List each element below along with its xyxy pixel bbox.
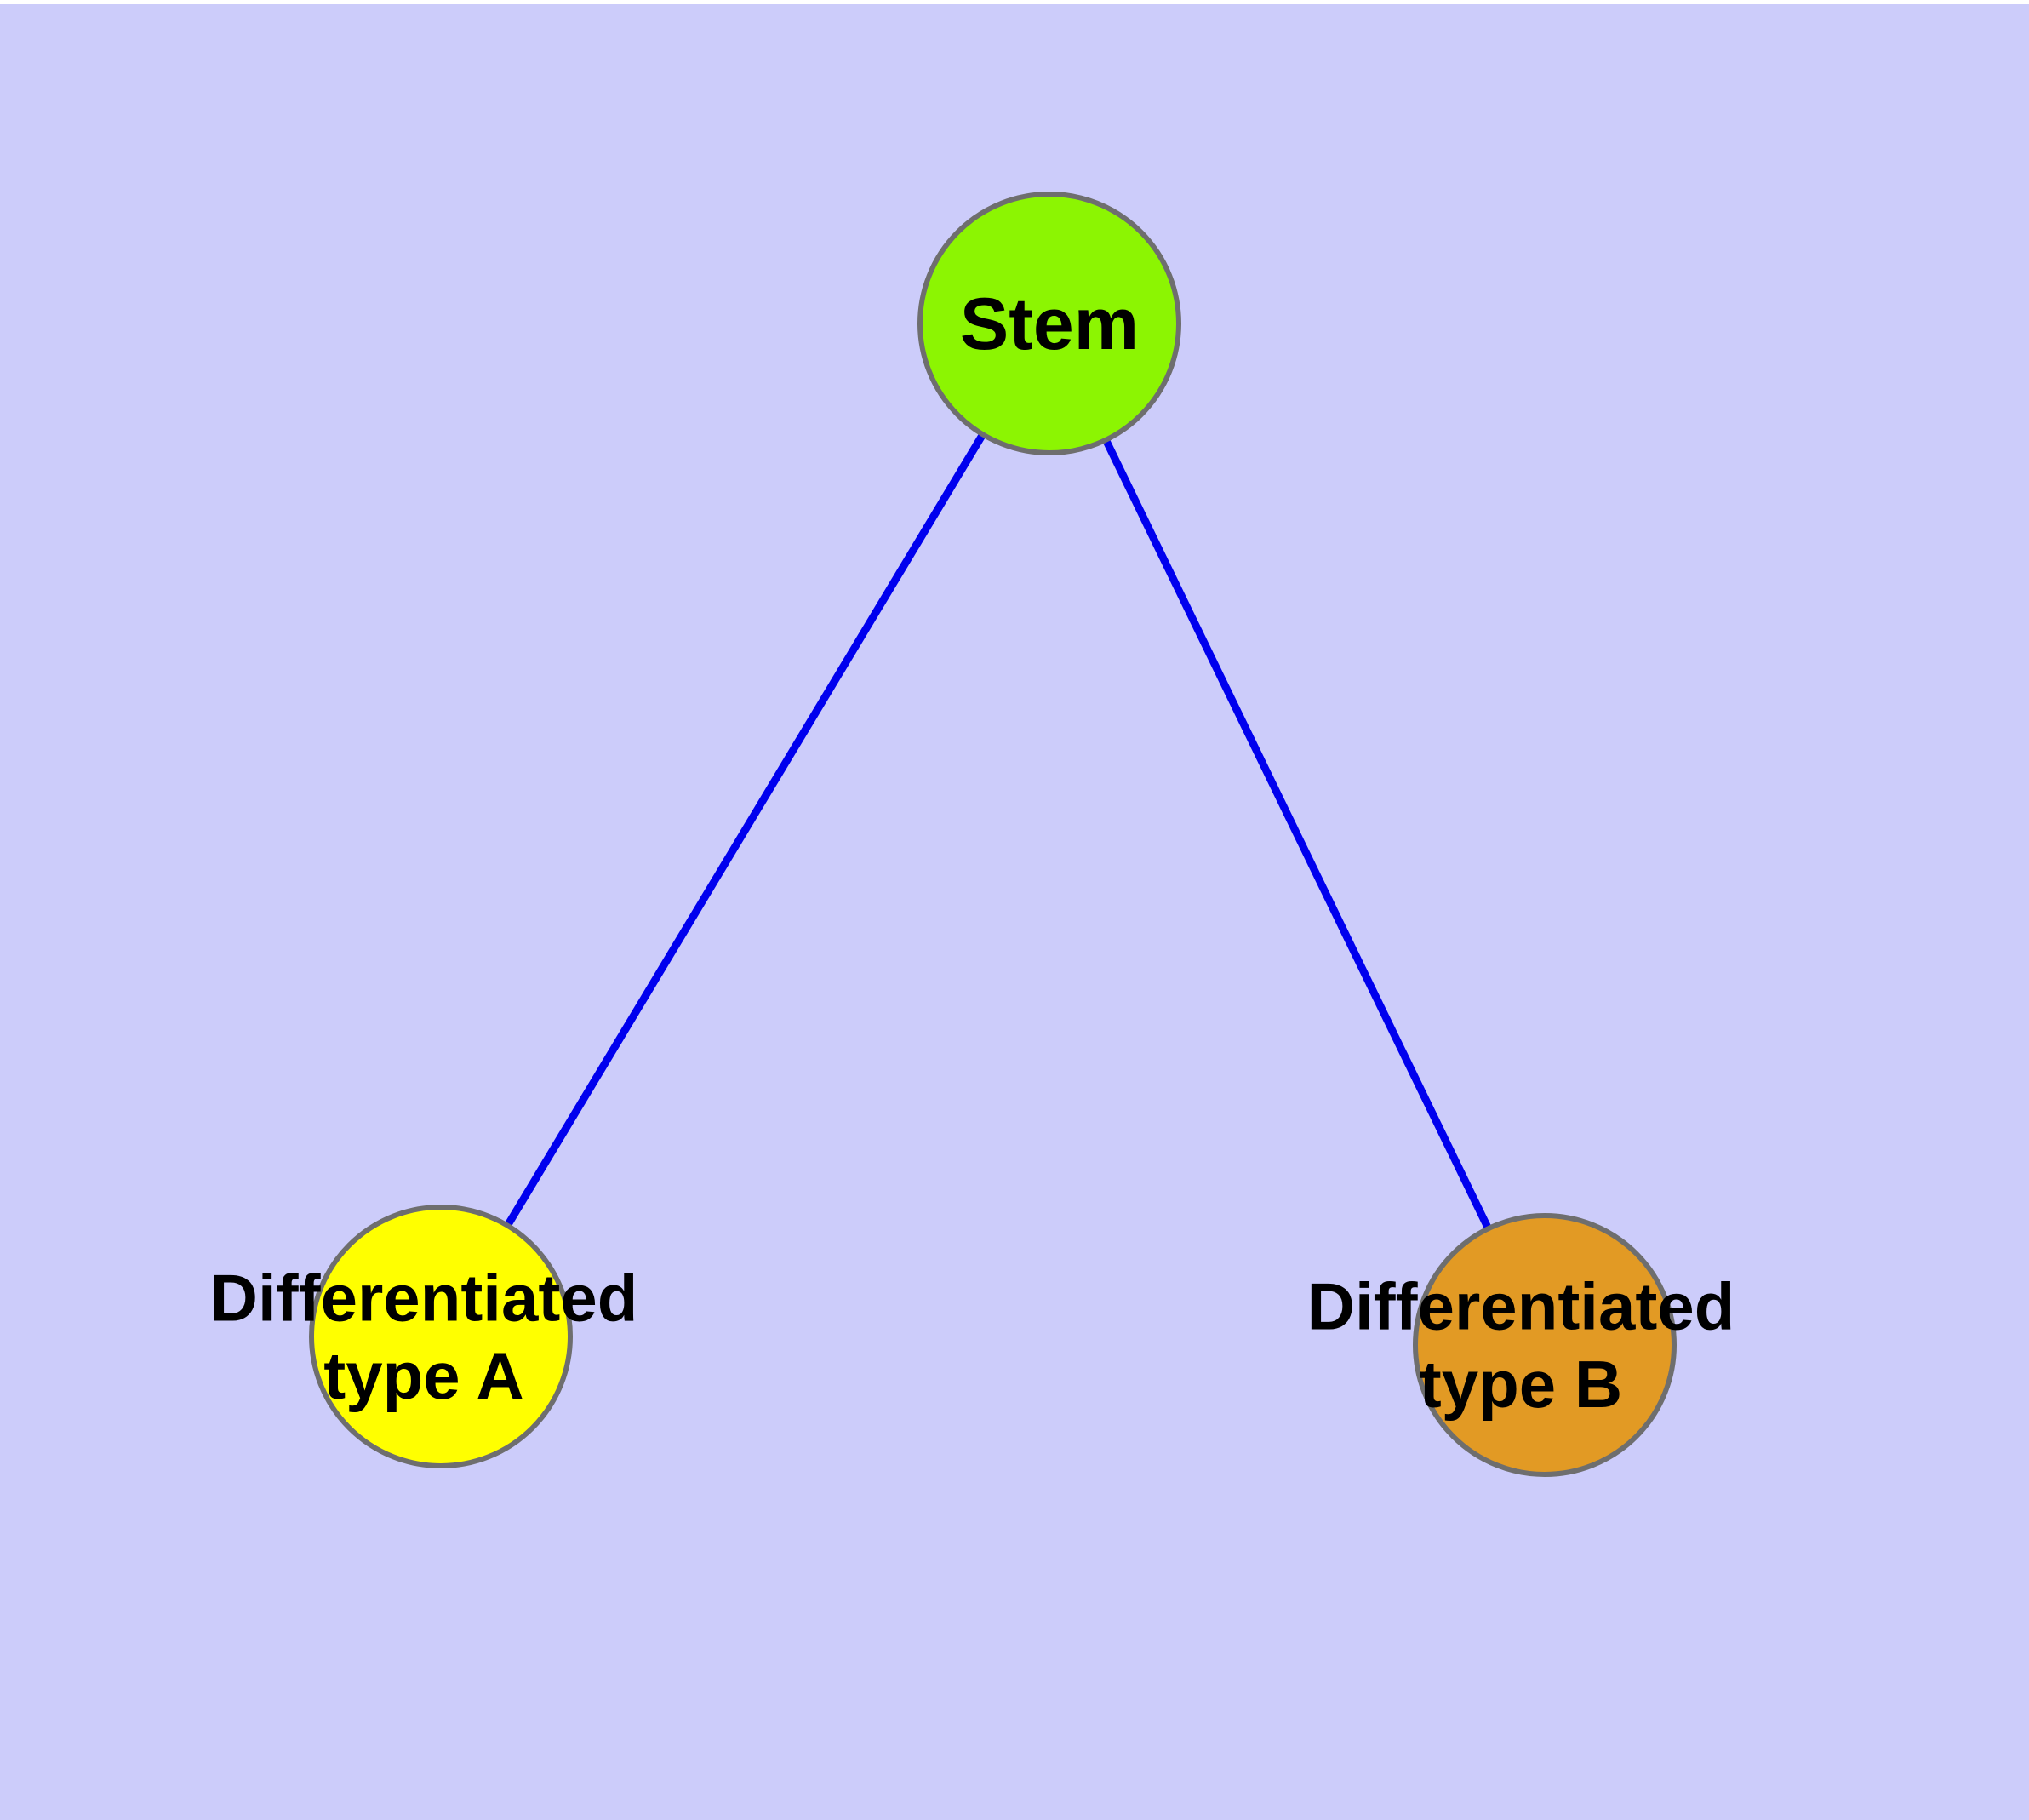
- node-stem-label: Stem: [960, 283, 1139, 365]
- node-differentiated-type-b[interactable]: [1413, 1213, 1677, 1477]
- node-differentiated-type-a[interactable]: [309, 1205, 573, 1468]
- node-stem-circle[interactable]: [917, 192, 1181, 455]
- edge-stem-to-differentiated-type-b: [1045, 322, 1549, 1347]
- edges-layer: [437, 321, 1549, 1347]
- nodes-layer: [309, 192, 1677, 1477]
- node-stem[interactable]: [917, 192, 1181, 455]
- node-differentiated-type-b-circle[interactable]: [1413, 1213, 1677, 1477]
- node-differentiated-type-a-circle[interactable]: [309, 1205, 573, 1468]
- edge-stem-to-differentiated-type-a: [437, 321, 1053, 1339]
